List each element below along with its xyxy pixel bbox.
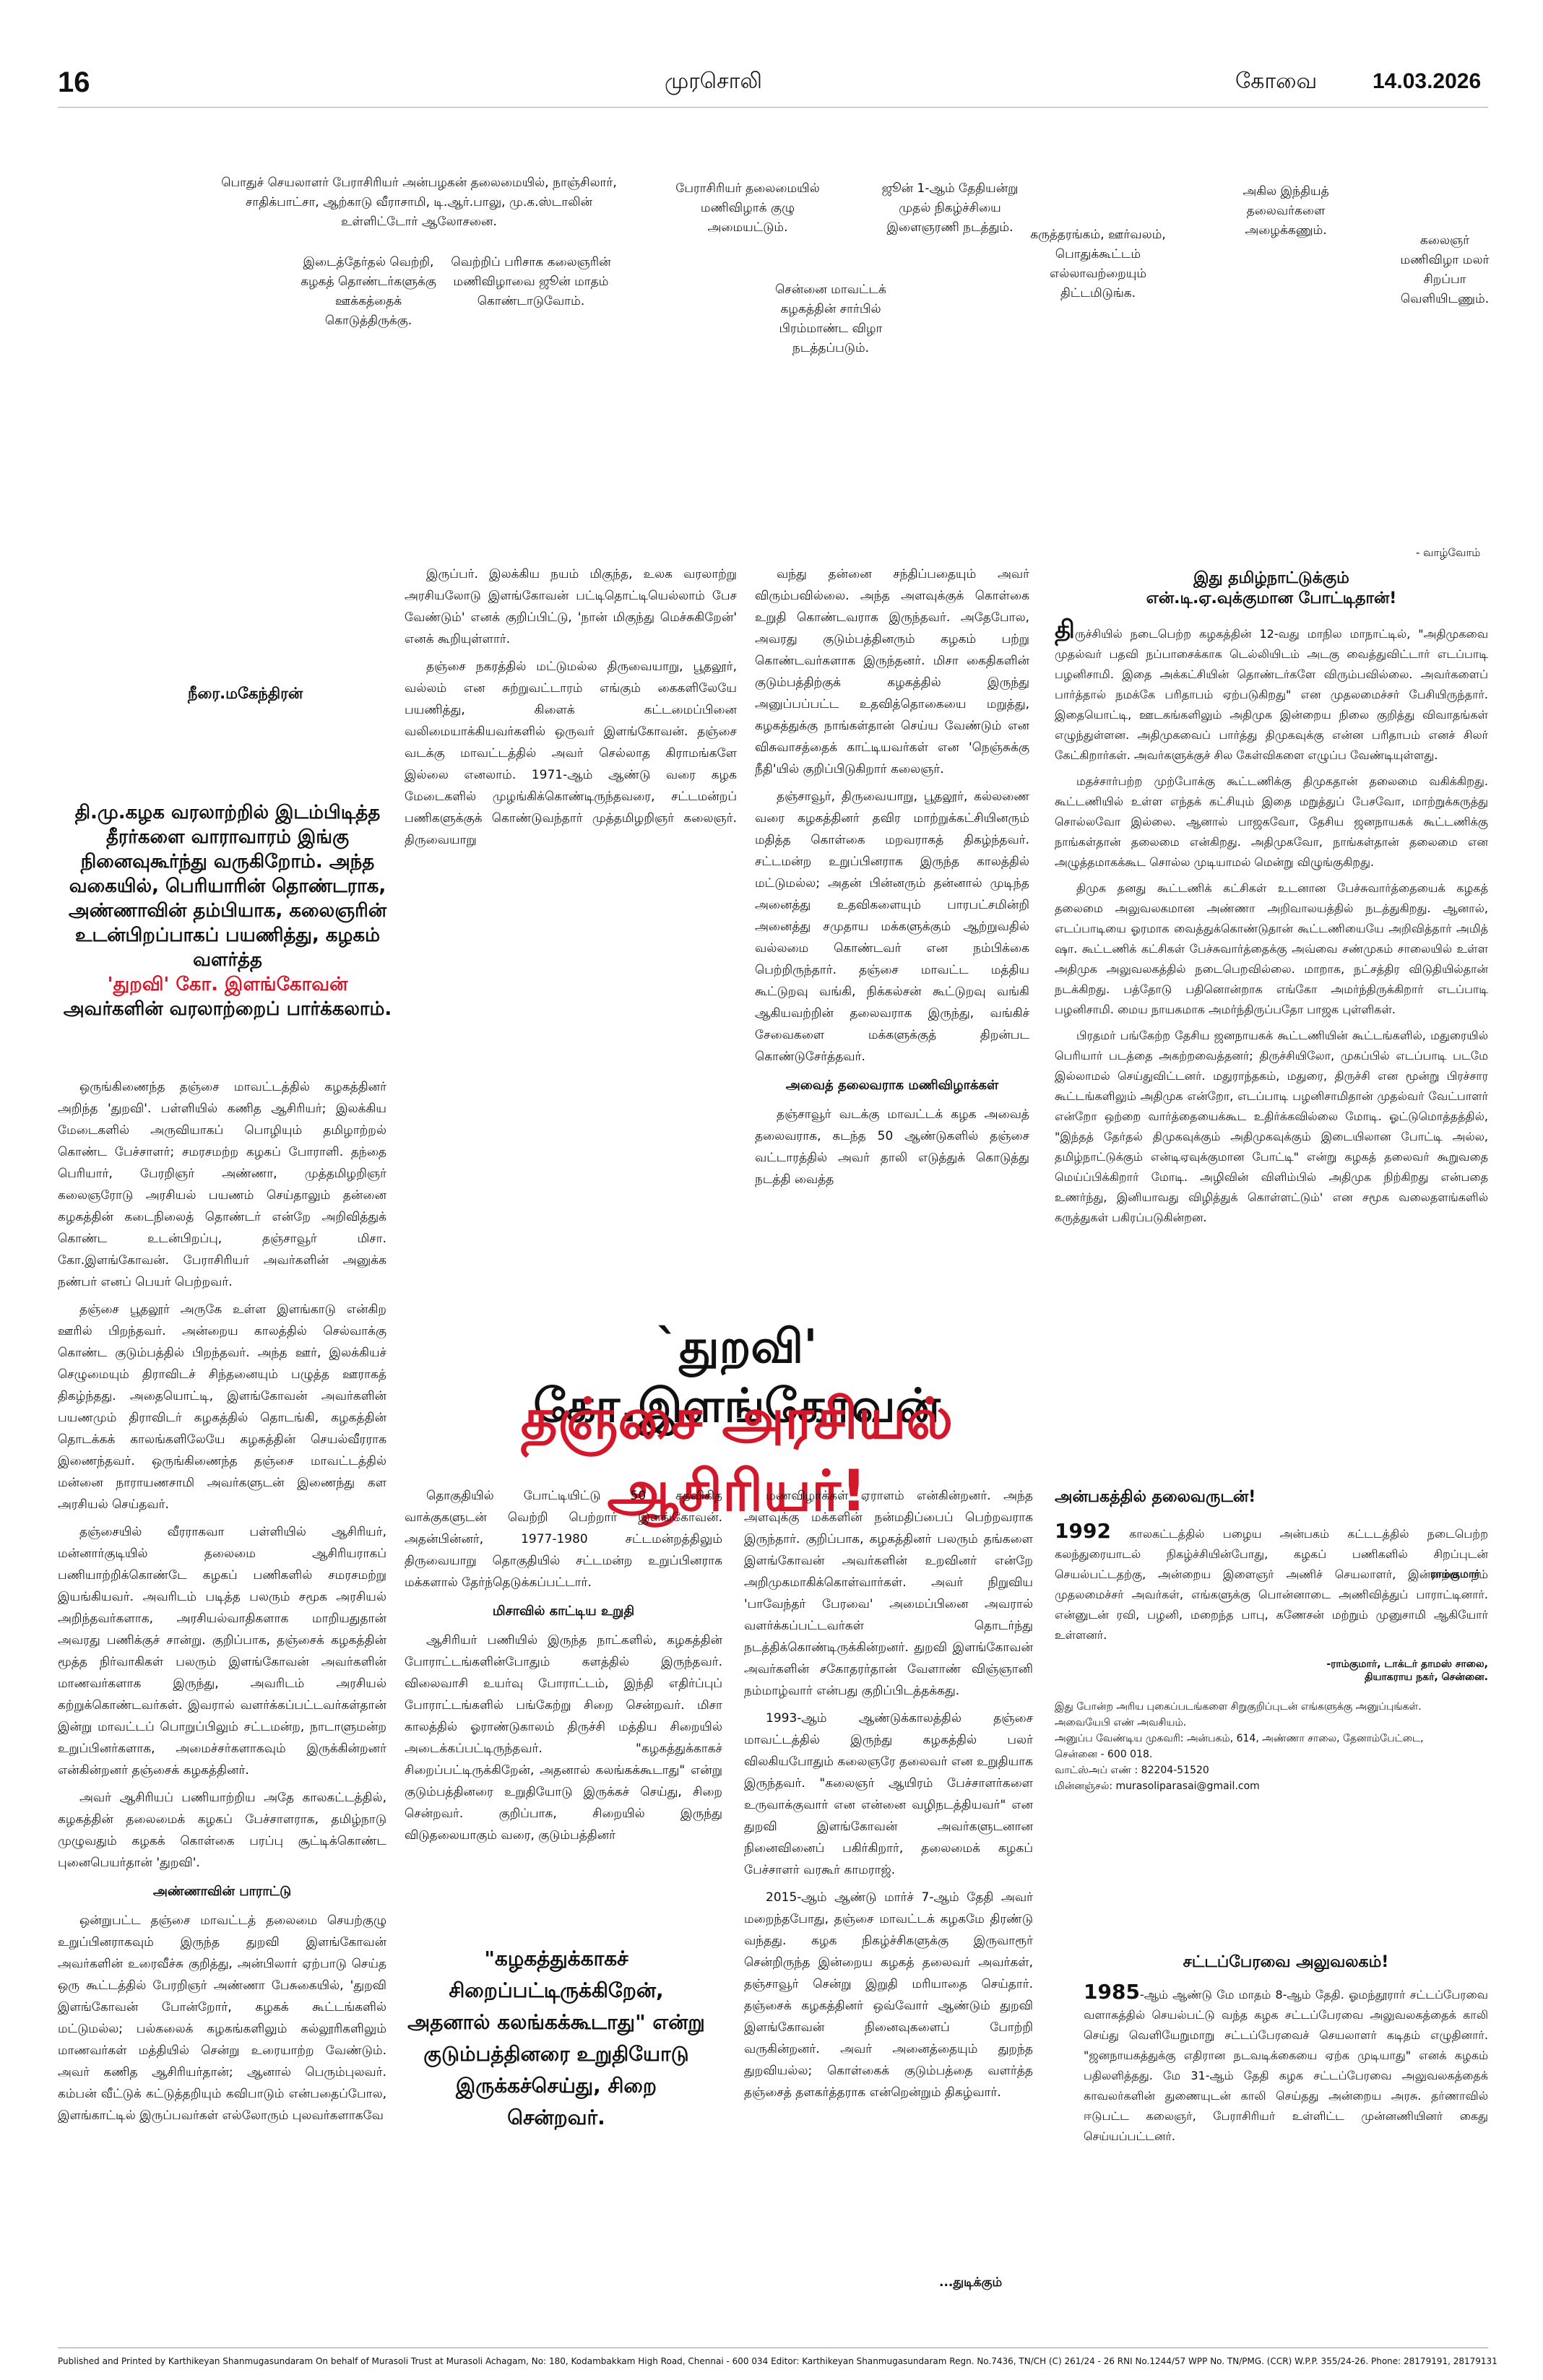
cartoon-caption: வெற்றிப் பரிசாக கலைஞரின் மணிவிழாவை ஜூன் … — [451, 255, 611, 308]
box-title: சட்டப்பேரவை அலுவலகம்! — [1183, 1953, 1389, 1971]
article-column-2: இருப்பர். இலக்கிய நயம் மிகுந்த, உலக வரலா… — [405, 563, 737, 1293]
cartoon-caption: பொதுச் செயலாளர் பேராசிரியர் அன்பழகன் தலை… — [221, 176, 617, 229]
paragraph: தஞ்சாவூர் வடக்கு மாவட்டக் கழக அவைத் தலைவ… — [755, 1107, 1029, 1187]
paragraph: தஞ்சை நகரத்தில் மட்டுமல்ல திருவையாறு, பூ… — [405, 659, 737, 847]
imprint-footer: Published and Printed by Karthikeyan Sha… — [58, 2356, 1497, 2366]
paragraph: 2015-ஆம் ஆண்டு மார்ச் 7-ஆம் தேதி அவர் மற… — [744, 1890, 1033, 2100]
article-column-5: மணவிழாக்கள் ஏராளம் என்கின்றனர். அந்த அளவ… — [744, 1485, 1033, 2316]
intro-name: 'துறவி' கோ. இளங்கோவன் — [107, 974, 348, 995]
note-line: மின்னஞ்சல்: murasoliparasai@gmail.com — [1055, 1780, 1260, 1792]
cartoon-caption: அகில இந்தியத் தலைவர்களை அழைக்கணும். — [1242, 184, 1329, 238]
article-column-4: தொகுதியில் போட்டியிட்டு 50 சதவிகித வாக்க… — [405, 1485, 722, 1918]
cartoon-caption: இடைத்தேர்தல் வெற்றி, கழகத் தொண்டர்களுக்க… — [301, 255, 436, 328]
page-number: 16 — [58, 66, 90, 98]
headline-title: தஞ்சை அரசியல் ஆசிரியர்! — [520, 1387, 954, 1524]
paragraph: வந்து தன்னை சந்திப்பதையும் அவர் விரும்பவ… — [755, 567, 1029, 776]
footer-rule — [58, 2347, 1488, 2348]
intro-blurb: தி.மு.கழக வரலாற்றில் இடம்பிடித்த தீரர்கள… — [58, 800, 397, 1021]
intro-text: தி.மு.கழக வரலாற்றில் இடம்பிடித்த தீரர்கள… — [68, 802, 387, 971]
subheading: மிசாவில் காட்டிய உறுதி — [492, 1604, 635, 1619]
article-column-3: வந்து தன்னை சந்திப்பதையும் அவர் விரும்பவ… — [755, 563, 1029, 1293]
paragraph: பிரதமர் பங்கேற்ற தேசிய ஜனநாயகக் கூட்டணிய… — [1055, 1029, 1488, 1224]
paragraph: தொகுதியில் போட்டியிட்டு 50 சதவிகித வாக்க… — [405, 1489, 722, 1590]
paragraph: ஒருங்கிணைந்த தஞ்சை மாவட்டத்தில் கழகத்தின… — [58, 1080, 386, 1289]
subheading: அண்ணாவின் பாராட்டு — [152, 1884, 292, 1899]
subheading: அவைத் தலைவராக மணிவிழாக்கள் — [785, 1078, 999, 1093]
box-title: அன்பகத்தில் தலைவருடன்! — [1055, 1488, 1256, 1506]
reader-photo-box: அன்பகத்தில் தலைவருடன்! 1992 காலகட்டத்தில… — [1055, 1488, 1488, 1794]
side-story: இது தமிழ்நாட்டுக்கும் என்.டி.ஏ.வுக்குமான… — [1055, 569, 1488, 1342]
cartoon-caption: கருத்தரங்கம், ஊர்வலம், பொதுக்கூட்டம் எல்… — [1030, 228, 1166, 300]
side-story-title: இது தமிழ்நாட்டுக்கும் — [1193, 569, 1349, 587]
side-story-subtitle: என்.டி.ஏ.வுக்குமான போட்டிதான்! — [1146, 589, 1397, 607]
paragraph: 1993-ஆம் ஆண்டுக்காலத்தில் தஞ்சை மாவட்டத்… — [744, 1711, 1033, 1877]
paragraph: தஞ்சையில் வீரராகவா பள்ளியில் ஆசிரியர், ம… — [58, 1525, 386, 1778]
box-year: 1985 — [1084, 1980, 1140, 2004]
pull-quote: "கழகத்துக்காகச் சிறைப்பட்டிருக்கிறேன், அ… — [407, 1947, 705, 2129]
history-box: சட்டப்பேரவை அலுவலகம்! 1985-ஆம் ஆண்டு மே … — [1084, 1953, 1488, 2147]
article-column-1: ஒருங்கிணைந்த தஞ்சை மாவட்டத்தில் கழகத்தின… — [58, 1076, 386, 2344]
box-signoff-address: தியாகராய நகர், சென்னை. — [1365, 1671, 1488, 1683]
box-signoff: -ராம்குமார், டாக்டர் தாமஸ் சாலை, — [1326, 1658, 1488, 1670]
paragraph: மதச்சார்பற்ற முற்போக்கு கூட்டணிக்கு திமு… — [1055, 774, 1488, 869]
intro-text-end: அவர்களின் வரலாற்றைப் பார்க்கலாம். — [63, 998, 392, 1020]
photo-label: ராம்குமார் — [1430, 1567, 1480, 1580]
cartoon-caption: கலைஞர் மணிவிழா மலர் சிறப்பா வெளியிடணும். — [1400, 233, 1490, 306]
note-line: வாட்ஸ்அப் எண் : 82204-51520 — [1055, 1765, 1209, 1776]
paragraph: திமுக தனது கூட்டணிக் கட்சிகள் உடனான பேச்… — [1055, 881, 1488, 1016]
box-body: 1985-ஆம் ஆண்டு மே மாதம் 8-ஆம் தேதி. ஓமந்… — [1084, 1982, 1488, 2147]
cartoon-caption: சென்னை மாவட்டக் கழகத்தின் சார்பில் பிரம்… — [775, 282, 886, 355]
issue-date: 14.03.2026 — [1373, 69, 1482, 93]
byline: நீரை.மகேந்திரன் — [188, 685, 303, 702]
paragraph: ஆசிரியர் பணியில் இருந்த நாட்களில், கழகத்… — [405, 1633, 722, 1843]
note-line: இது போன்ற அரிய புகைப்படங்களை சிறுகுறிப்ப… — [1055, 1701, 1422, 1728]
paragraph: தஞ்சை பூதலூர் அருகே உள்ள இளங்காடு என்கிற… — [58, 1302, 386, 1512]
paragraph: இருப்பர். இலக்கிய நயம் மிகுந்த, உலக வரலா… — [405, 567, 737, 646]
paragraph: தஞ்சாவூர், திருவையாறு, பூதலூர், கல்லணை வ… — [755, 789, 1029, 1064]
headline-nickname: `துறவி' கோ.இளங்கோவன் — [533, 1320, 941, 1433]
side-story-body: திருச்சியில் நடைபெற்ற கழகத்தின் 12-வது ம… — [1055, 615, 1488, 1342]
note-line: அனுப்ப வேண்டிய முகவரி: அன்பகம், 614, அண்… — [1055, 1733, 1424, 1760]
paragraph: திருச்சியில் நடைபெற்ற கழகத்தின் 12-வது ம… — [1055, 615, 1488, 762]
paragraph: மணவிழாக்கள் ஏராளம் என்கின்றனர். அந்த அளவ… — [744, 1489, 1033, 1698]
submission-note: இது போன்ற அரிய புகைப்படங்களை சிறுகுறிப்ப… — [1055, 1699, 1445, 1794]
cartoon-signoff: - வாழ்வோம் — [1416, 546, 1481, 559]
edition-place: கோவை — [1235, 69, 1318, 93]
box-text: காலகட்டத்தில் பழைய அன்பகம் கட்டடத்தில் ந… — [1055, 1527, 1489, 1642]
box-body: 1992 காலகட்டத்தில் பழைய அன்பகம் கட்டடத்த… — [1055, 1521, 1488, 1796]
box-year: 1992 — [1055, 1519, 1111, 1543]
continued-marker: ...துடிக்கும் — [939, 2275, 1003, 2290]
paragraph: ஒன்றுபட்ட தஞ்சை மாவட்டத் தலைமை செயற்குழு… — [58, 1913, 386, 2123]
dropcap: தி — [1055, 615, 1075, 644]
cartoon-caption: ஜூன் 1-ஆம் தேதியன்று முதல் நிகழ்ச்சியை இ… — [881, 181, 1019, 235]
masthead: முரசொலி — [665, 69, 762, 93]
box-text: -ஆம் ஆண்டு மே மாதம் 8-ஆம் தேதி. ஓமந்தூரா… — [1084, 1988, 1488, 2143]
cartoon-caption: பேராசிரியர் தலைமையில் மணிவிழாக் குழு அமை… — [675, 181, 820, 235]
header-rule — [58, 107, 1488, 108]
paragraph: அவர் ஆசிரியப் பணியாற்றிய அதே காலகட்டத்தி… — [58, 1791, 386, 1870]
